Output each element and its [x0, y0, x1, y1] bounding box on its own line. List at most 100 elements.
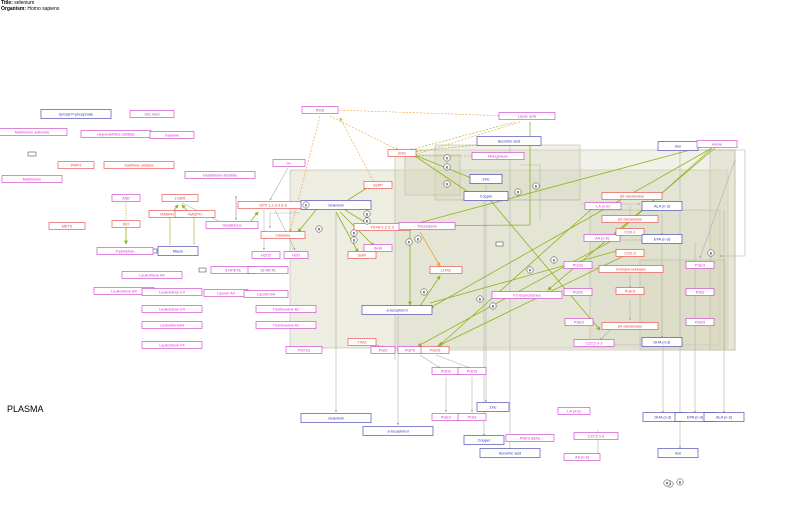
node-uric[interactable]: Uric Acid [129, 110, 175, 118]
reference-marker[interactable]: R [514, 188, 522, 196]
node-h2o[interactable]: H2O [283, 251, 309, 259]
node-la-n6[interactable]: LA (n-6) [584, 202, 622, 210]
node-pg3[interactable]: PGI3 [457, 413, 487, 421]
node-selenium[interactable]: Selenium [300, 200, 372, 210]
node-tocopherol[interactable]: a-tocopherol [361, 305, 433, 315]
reference-marker[interactable]: B [363, 217, 371, 225]
reference-marker[interactable]: B [550, 256, 558, 264]
node-pgfs[interactable]: PGFS [397, 346, 423, 354]
node-la-n6b[interactable]: LA (n-6) [557, 407, 591, 415]
node-pgi2[interactable]: PGI2 [370, 346, 396, 354]
reference-marker[interactable]: B [676, 478, 684, 486]
reference-marker[interactable]: 8 [302, 201, 310, 209]
node-xanthine[interactable]: Xanthine oxidase [103, 161, 175, 169]
node-glutathione[interactable]: Glutathione [205, 221, 259, 229]
node-heme[interactable]: Heme [696, 140, 738, 148]
node-niacin[interactable]: Niacin [157, 246, 199, 256]
node-aa[interactable]: AA (n-6) [583, 234, 621, 242]
node-c226[interactable]: C22:5 n-6 [573, 432, 619, 440]
node-h2o2[interactable]: H2O2 [251, 251, 281, 259]
node-aa-n6b[interactable]: AA (n-6) [563, 453, 601, 461]
node-cox2[interactable]: COX-2 [615, 249, 645, 257]
node-epa[interactable]: EPA (n-3) [641, 234, 683, 244]
node-metsulf[interactable]: Methionine sulfoxide [0, 128, 68, 136]
node-pgf3[interactable]: PGF3 alpha [505, 434, 555, 442]
node-ascorbic[interactable]: Ascorbic acid [476, 136, 542, 146]
reference-marker[interactable]: R [663, 479, 671, 487]
reference-marker[interactable]: R [526, 266, 534, 274]
node-txb2[interactable]: Tromboxane B2 [255, 305, 317, 313]
node-tocopherol-p[interactable]: a-tocopherol [362, 426, 434, 436]
node-selenium-p[interactable]: Selenium [300, 413, 372, 423]
reference-marker[interactable]: R [443, 180, 451, 188]
node-15hete[interactable]: 15-HETE [247, 266, 289, 274]
reference-marker[interactable]: B [363, 210, 371, 218]
node-leuk-c4[interactable]: Leukotriene C4 [141, 288, 203, 296]
node-h[interactable]: H+ [272, 159, 306, 167]
node-zinc[interactable]: Zinc [469, 174, 503, 184]
node-ido[interactable]: IDO [111, 220, 141, 228]
node-lipoic[interactable]: Lipoic acid [498, 112, 556, 120]
node-cox1[interactable]: COX-1 [615, 228, 645, 236]
node-thioredoxin[interactable]: Thioredoxin [398, 222, 456, 230]
node-tyrosyl[interactable]: tyrosyl-P-phosphate [40, 109, 112, 119]
node-lgdr[interactable]: LGDR [161, 194, 199, 202]
node-pnpo[interactable]: PNPO [57, 161, 95, 169]
node-leuk-f4[interactable]: Leukotriene F4 [141, 341, 203, 349]
node-gsh-disulfide[interactable]: Glutathione disulfide [184, 171, 256, 179]
node-asd[interactable]: ASD [111, 194, 141, 202]
node-pge3[interactable]: PGE3 [685, 261, 715, 269]
node-f2iso[interactable]: F2-isoprostanes [491, 291, 563, 299]
node-pgh3[interactable]: PGH3 [685, 318, 715, 326]
node-ala-n3[interactable]: ALA (n-3) [641, 201, 683, 211]
node-mets[interactable]: METS [48, 222, 86, 230]
node-leuk-a4[interactable]: Leukotriene A4 [121, 271, 183, 279]
node-zinc-p[interactable]: Zinc [476, 402, 510, 412]
node-pgf2a[interactable]: PGF2a [285, 346, 323, 354]
node-pgd3[interactable]: PGD3 [457, 367, 487, 375]
reference-marker[interactable]: B [489, 302, 497, 310]
node-dha-n3[interactable]: DHA (n-3) [641, 337, 683, 347]
reference-marker[interactable]: R [315, 225, 323, 233]
node-sod[interactable]: SOD [387, 149, 417, 157]
node-pgds[interactable]: PGDS [420, 346, 450, 354]
node-lox1[interactable]: LOXE [429, 266, 463, 274]
reference-marker[interactable]: R [420, 288, 428, 296]
reference-marker[interactable]: R [405, 238, 413, 246]
node-methionine[interactable]: Methionine [1, 175, 63, 183]
node-selr[interactable]: SelR [347, 251, 377, 259]
node-leuk-e4[interactable]: LeukotrieneE4 [141, 321, 203, 329]
node-ala-p[interactable]: ALA (n-3) [703, 412, 745, 422]
node-ros[interactable]: ROS [301, 106, 339, 114]
node-iron[interactable]: Iron [657, 141, 699, 151]
node-gpx[interactable]: GPX 1,2,3,4 & 6 [237, 201, 309, 209]
node-endo[interactable]: Endoperoxidases [598, 265, 664, 273]
node-catalase[interactable]: Catalase [260, 231, 306, 239]
node-copper[interactable]: Copper [463, 191, 509, 201]
node-pges[interactable]: PGES [615, 287, 645, 295]
node-txa2s[interactable]: TXA2 [347, 338, 377, 346]
node-lipoxb4[interactable]: Lipoxin B4 [243, 290, 289, 298]
node-pgd2[interactable]: PGD2 [431, 367, 461, 375]
node-leuk-d4[interactable]: Leukotriene D4 [141, 305, 203, 313]
node-pgh2[interactable]: PGH2 [563, 288, 593, 296]
reference-marker[interactable]: B [476, 295, 484, 303]
reference-marker[interactable]: B [350, 236, 358, 244]
reference-marker[interactable]: R [443, 154, 451, 162]
node-d5[interactable]: Δ5 desaturase [601, 215, 659, 223]
node-ascorbic-p[interactable]: Ascorbic acid [479, 448, 541, 458]
node-tryptophan[interactable]: Tryptophan [96, 247, 154, 255]
node-pgg2[interactable]: PGG2 [563, 261, 593, 269]
reference-marker[interactable]: B [532, 182, 540, 190]
reference-marker[interactable]: R [350, 229, 358, 237]
node-d6[interactable]: Δ6 desaturase [601, 192, 663, 200]
reference-marker[interactable]: B [707, 249, 715, 257]
node-sew[interactable]: SeW [363, 244, 393, 252]
reference-marker[interactable]: B [414, 235, 422, 243]
node-pge2b[interactable]: PGE2 [431, 413, 461, 421]
node-pge2[interactable]: PGE2 [564, 318, 594, 326]
node-lipoxa4[interactable]: Lipoxin A4 [203, 289, 249, 297]
node-guanine[interactable]: Guanine [149, 131, 195, 139]
node-d4[interactable]: Δ4 desaturase [601, 322, 659, 330]
node-iron-p[interactable]: Iron [657, 448, 699, 458]
